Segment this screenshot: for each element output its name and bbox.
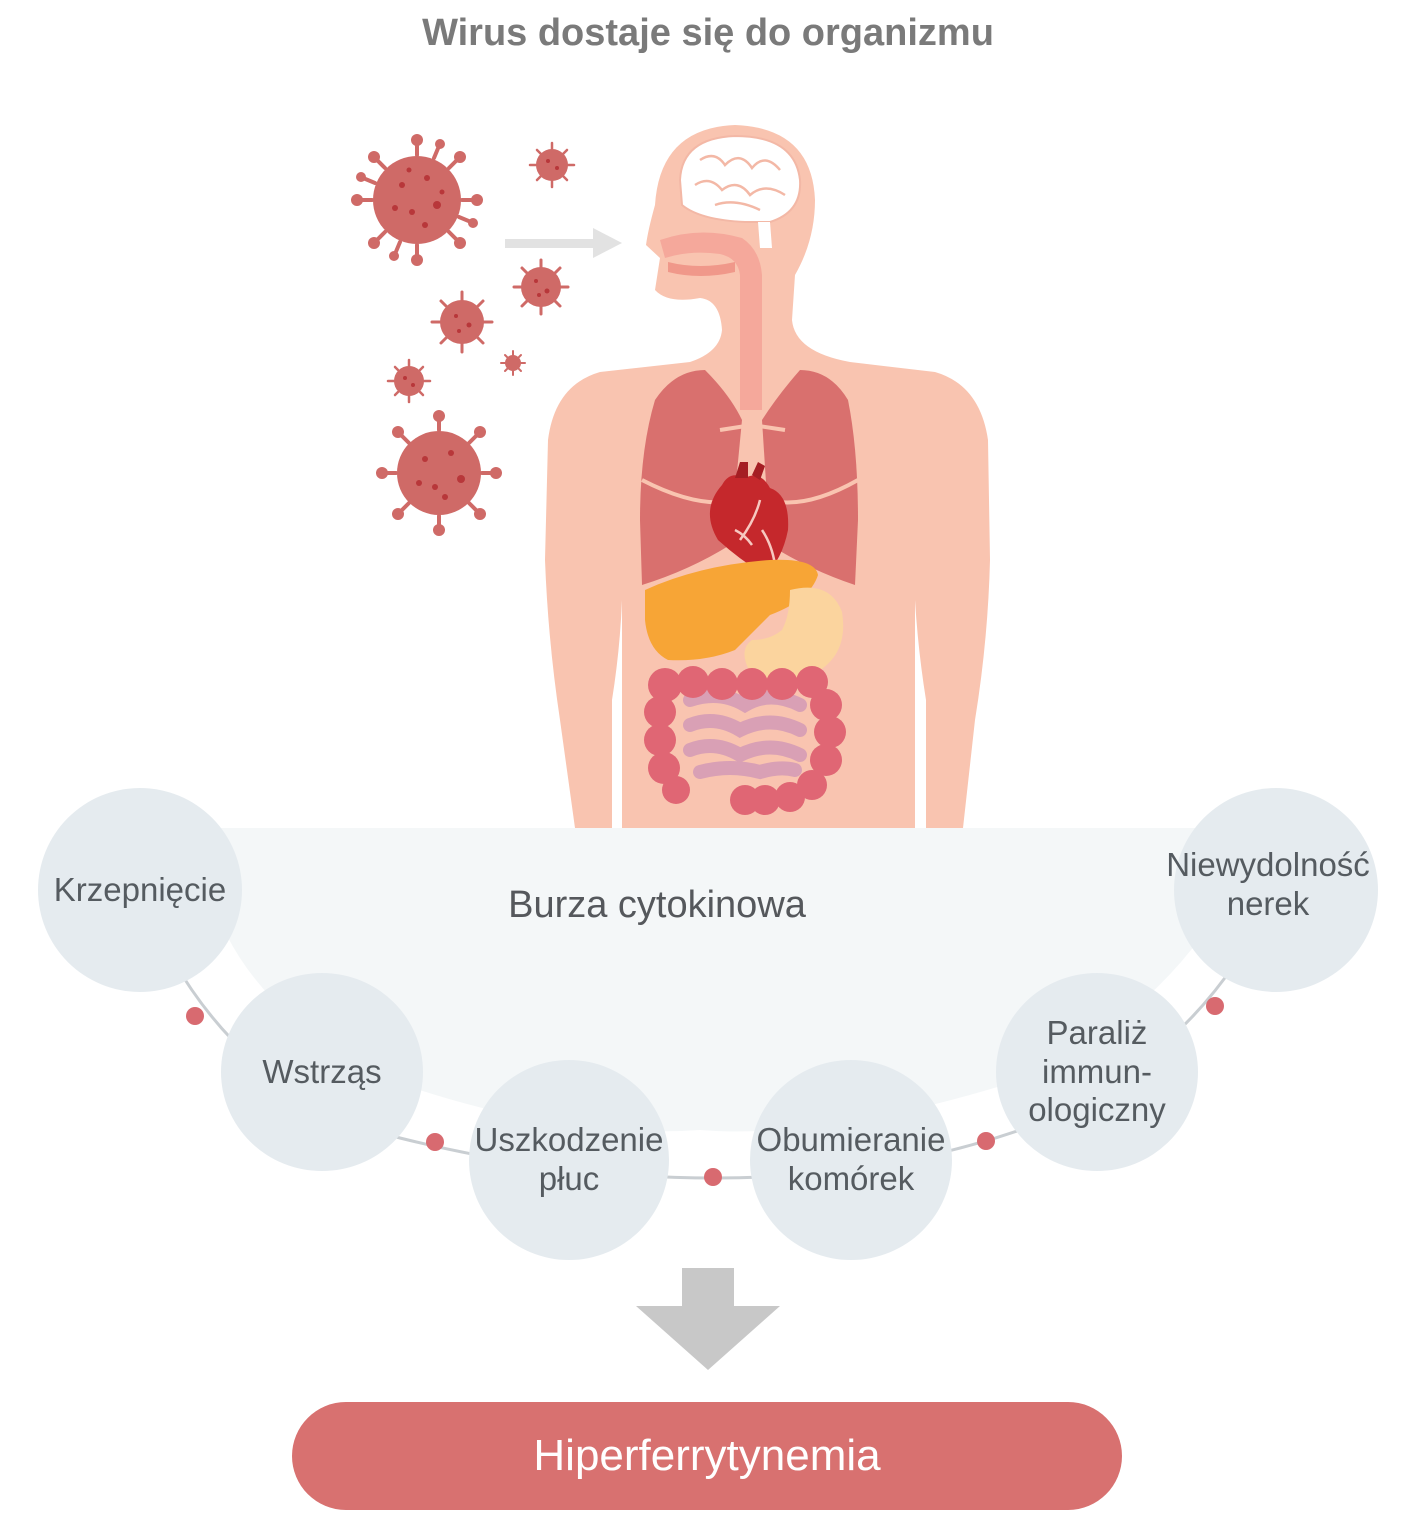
node-label: Paraliż immun- ologiczny: [1028, 1013, 1166, 1129]
arrow-right-icon: [505, 228, 622, 258]
cytokine-storm-label: Burza cytokinowa: [508, 884, 806, 926]
node-paraliz-immunologiczny: Paraliż immun- ologiczny: [996, 973, 1198, 1171]
arc-dots: [186, 997, 1224, 1186]
arc-dot: [704, 1168, 722, 1186]
node-niewydolnosc-nerek: Niewydolność nerek: [1166, 788, 1378, 992]
result-badge: Hiperferrytynemia: [292, 1402, 1122, 1510]
arrow-down-icon: [636, 1268, 780, 1370]
liver-shape: [645, 559, 818, 661]
brain-icon: [678, 134, 802, 248]
node-krzepniecie: Krzepnięcie: [38, 788, 242, 992]
arc-dot: [426, 1133, 444, 1151]
virus-icon: [351, 134, 576, 536]
arc-dot: [977, 1132, 995, 1150]
heart-icon: [709, 462, 789, 575]
human-body-icon: [545, 125, 990, 828]
node-obumieranie-komorek: Obumieranie komórek: [750, 1060, 952, 1260]
result-label: Hiperferrytynemia: [533, 1431, 881, 1480]
node-label: Krzepnięcie: [53, 870, 227, 908]
node-label: Uszkodzenie płuc: [474, 1121, 664, 1197]
stomach-shape: [744, 587, 844, 682]
cytokine-storm-banner: [200, 828, 1250, 1132]
node-label: Niewydolność nerek: [1166, 846, 1370, 922]
node-label: Obumieranie komórek: [756, 1121, 946, 1197]
node-label: Wstrząs: [262, 1052, 382, 1090]
colon-shape: [644, 666, 846, 815]
arc-dot: [186, 1007, 204, 1025]
arc-dot: [1206, 997, 1224, 1015]
node-wstrzas: Wstrząs: [221, 973, 423, 1171]
diagram-title: Wirus dostaje się do organizmu: [422, 12, 994, 54]
node-uszkodzenie-pluc: Uszkodzenie płuc: [469, 1060, 669, 1260]
